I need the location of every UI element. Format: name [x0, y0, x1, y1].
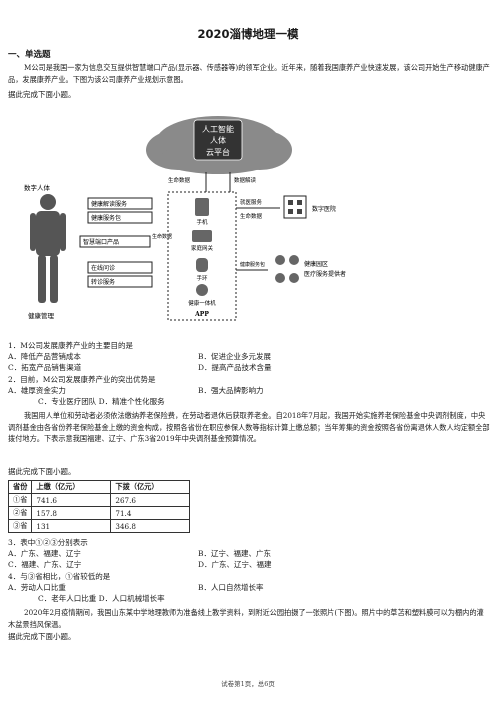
q4-stem: 4．与③省相比，①省较低的是	[8, 572, 111, 581]
device-column: 手机 家庭网关 手环 健康一体机 APP	[188, 198, 216, 318]
table-header-row: 省份 上缴（亿元） 下拨（亿元）	[7, 480, 191, 494]
q3-option-b[interactable]: B．辽宁、福建、广东	[198, 549, 272, 558]
table-cell: 131	[31, 519, 112, 533]
right-data-label: 生命数据	[240, 212, 263, 220]
community-icon	[275, 255, 299, 283]
device-2: 家庭网关	[191, 244, 214, 252]
table-cell: 346.8	[110, 519, 191, 533]
q4-option-b[interactable]: B．人口自然增长率	[198, 583, 264, 592]
prompt-2: 据此完成下面小题。	[8, 467, 76, 476]
service-list: 健康解读服务 健康服务包 智慧端口产品 生命数据 在线问诊 转诊服务	[79, 197, 172, 288]
hospital-icon	[283, 195, 307, 219]
q2-stem: 2．目前，M公司发展康养产业的突出优势是	[8, 375, 156, 384]
hospital-label: 数字医院	[312, 205, 336, 213]
community-label: 健康园区	[304, 260, 328, 268]
service-2: 健康服务包	[91, 214, 121, 222]
q4-option-cd[interactable]: C．老年人口比重 D．人口机械增长率	[38, 594, 165, 603]
intro-paragraph-3: 2020年2月疫情期间，我国山东某中学地理教师为准备线上教学资料，到附近公园拍摄…	[8, 608, 484, 629]
q3-stem: 3．表中①②③分别表示	[8, 538, 88, 547]
diagram-caption: 健康管理	[28, 311, 55, 320]
cloud-platform: 人工智能 人体 云平台	[146, 116, 292, 174]
service-1: 健康解读服务	[91, 200, 127, 208]
service-3: 智慧端口产品	[83, 238, 119, 246]
cloud-top-text: 人工智能	[202, 124, 234, 134]
table-row: ③省 131 346.8	[7, 519, 191, 533]
table-header: 上缴（亿元）	[31, 480, 112, 494]
table-cell: 157.8	[31, 506, 112, 520]
budget-table: 省份 上缴（亿元） 下拨（亿元） ①省 741.6 267.6 ②省 157.8…	[7, 480, 191, 533]
table-header: 下拨（亿元）	[110, 480, 191, 494]
table-cell: ③省	[7, 519, 33, 533]
service-5: 转诊服务	[91, 278, 115, 286]
q3-option-d[interactable]: D．广东、辽宁、福建	[198, 560, 272, 569]
q2-option-a[interactable]: A．雄厚资金实力	[8, 386, 66, 395]
cloud-bottom-text: 云平台	[206, 147, 230, 157]
service-4: 在线问诊	[91, 264, 115, 272]
q2-option-b[interactable]: B．强大品牌影响力	[198, 386, 264, 395]
device-3: 手环	[196, 274, 208, 282]
page-title: 2020淄博地理一模	[197, 27, 299, 41]
device-5: APP	[194, 311, 209, 318]
life-data-label: 生命数据	[152, 233, 172, 240]
q2-option-cd[interactable]: C．专业医疗团队 D．精准个性化服务	[38, 397, 165, 406]
cloud-mid-text: 人体	[210, 135, 226, 145]
industry-plan-diagram: 人工智能 人体 云平台 生命数据 数据解读 数字人体 健康管理 健康解读服务 健…	[24, 116, 346, 321]
q4-option-a[interactable]: A．劳动人口比重	[8, 583, 66, 592]
prompt-1: 据此完成下面小题。	[8, 90, 76, 99]
q1-option-a[interactable]: A．降低产品营销成本	[8, 352, 81, 361]
arrow-left-label: 生命数据	[168, 176, 191, 184]
q1-option-b[interactable]: B．促进企业多元发展	[198, 352, 272, 361]
device-1: 手机	[196, 218, 208, 226]
table-row: ①省 741.6 267.6	[7, 493, 191, 507]
device-4: 健康一体机	[188, 299, 216, 307]
page-footer: 试卷第1页，总6页	[221, 680, 275, 688]
human-label: 数字人体	[24, 183, 51, 192]
section-heading: 一、单选题	[8, 50, 51, 60]
q1-option-c[interactable]: C．拓宽产品销售渠道	[8, 363, 82, 372]
human-figure: 数字人体	[24, 183, 66, 303]
q3-option-c[interactable]: C．福建、广东、辽宁	[8, 560, 82, 569]
table-row: ②省 157.8 71.4	[7, 506, 191, 520]
prompt-3: 据此完成下面小题。	[8, 632, 76, 641]
table-header: 省份	[7, 480, 33, 494]
q1-stem: 1．M公司发展康养产业的主要目的是	[8, 341, 133, 350]
q3-option-a[interactable]: A．广东、福建、辽宁	[8, 549, 81, 558]
arrow-right-label: 数据解读	[234, 176, 257, 184]
community-label-2: 医疗服务提供者	[304, 270, 346, 278]
intro-paragraph-1: M公司是我国一家为信息交互提供智慧端口产品(显示器、传感器等)的领军企业。近年来…	[8, 63, 490, 84]
table-cell: 267.6	[110, 493, 191, 507]
table-cell: ②省	[7, 506, 33, 520]
health-service-label: 健康服务包	[240, 261, 265, 268]
right-service-label: 就医服务	[240, 198, 263, 206]
intro-paragraph-2: 我国用人单位和劳动者必须依法缴纳养老保险费，在劳动者退休后获取养老金。自2018…	[8, 411, 490, 443]
q1-option-d[interactable]: D．提高产品技术含量	[198, 363, 272, 372]
table-cell: 71.4	[110, 506, 191, 520]
table-cell: 741.6	[31, 493, 112, 507]
table-cell: ①省	[7, 493, 33, 507]
